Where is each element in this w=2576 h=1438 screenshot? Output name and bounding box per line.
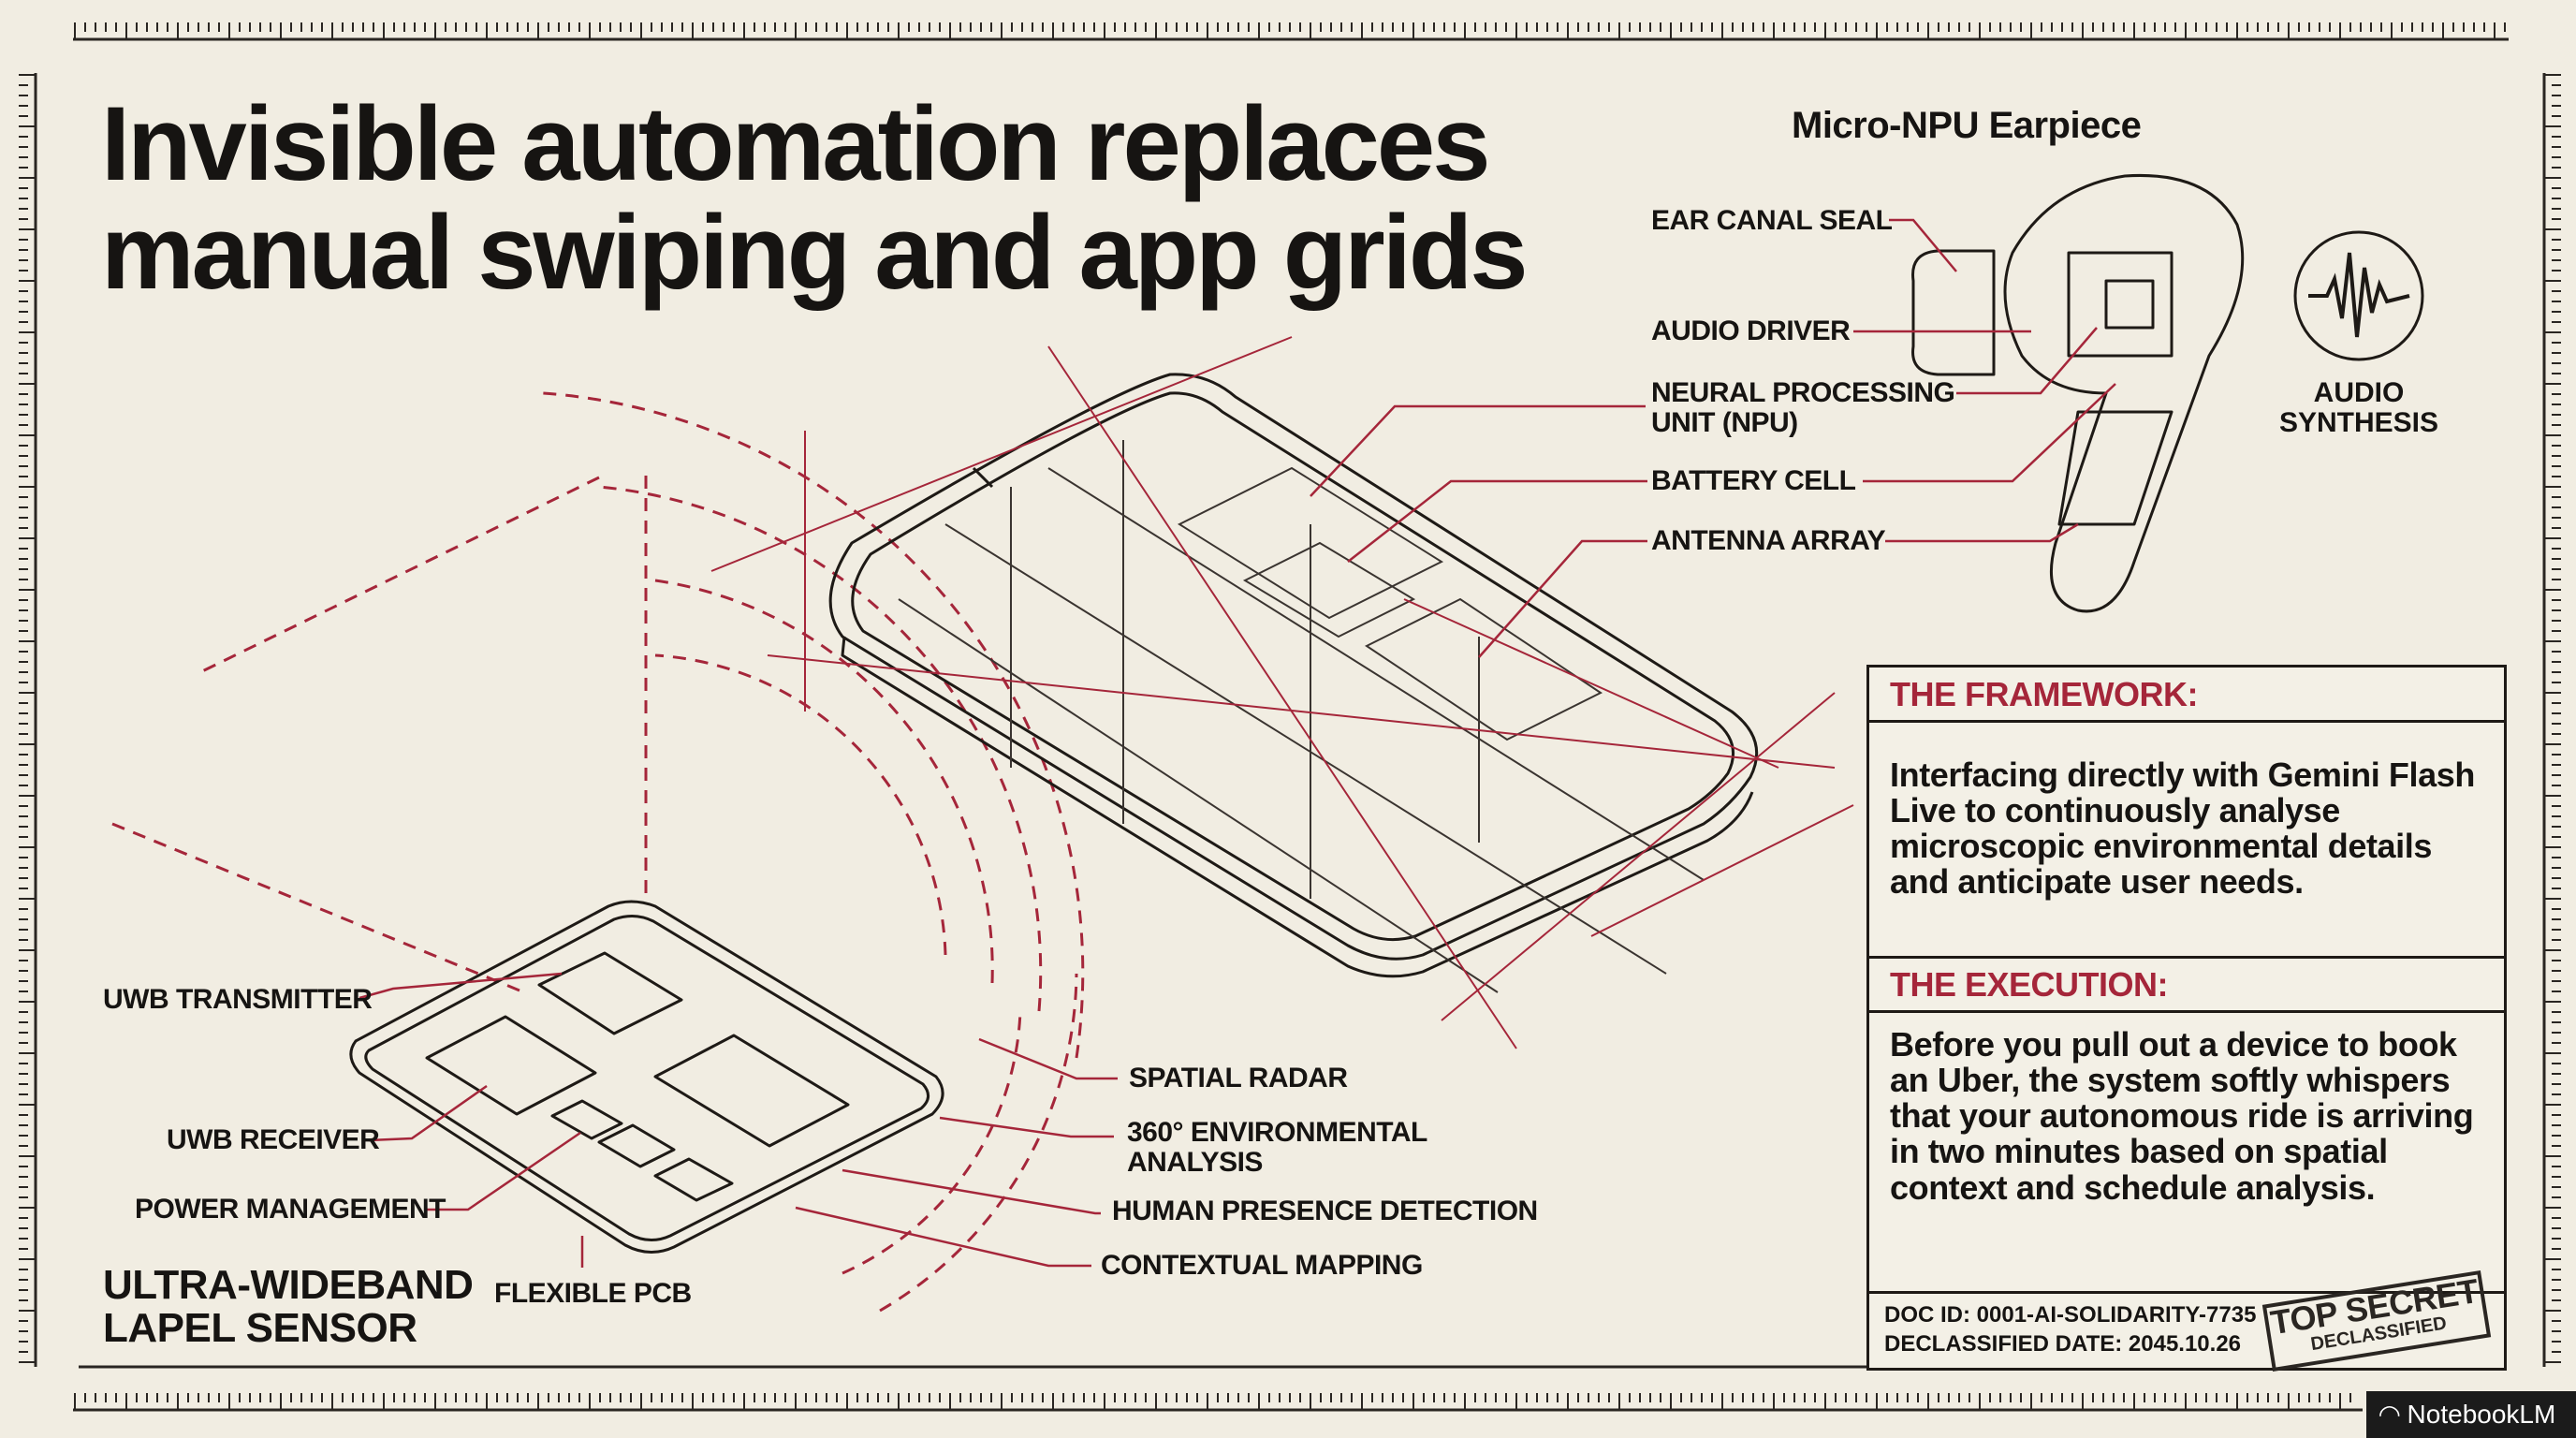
phone-red-guides (710, 336, 1854, 1049)
label-audio-driver: AUDIO DRIVER (1651, 315, 1851, 346)
label-flexible-pcb: FLEXIBLE PCB (494, 1278, 692, 1309)
notebooklm-icon: ◠ (2379, 1400, 2400, 1429)
info-panel: THE FRAMEWORK: Interfacing directly with… (1866, 665, 2507, 1372)
divider (1869, 1291, 2504, 1294)
notebooklm-badge: ◠NotebookLM (2366, 1391, 2576, 1438)
divider (1869, 956, 2504, 959)
phone-internals (898, 440, 1705, 993)
execution-heading: THE EXECUTION: (1890, 965, 2169, 1004)
framework-body: Interfacing directly with Gemini Flash L… (1890, 756, 2475, 902)
lapel-sensor-title: ULTRA-WIDEBAND LAPEL SENSOR (103, 1262, 474, 1352)
earpiece-drawing (1911, 173, 2245, 613)
label-npu: NEURAL PROCESSING UNIT (NPU) (1651, 377, 1955, 439)
divider (1869, 1010, 2504, 1013)
label-environmental-analysis: 360° ENVIRONMENTAL ANALYSIS (1127, 1117, 1427, 1179)
audio-synthesis-label: AUDIO SYNTHESIS (2278, 377, 2439, 438)
label-ear-canal-seal: EAR CANAL SEAL (1651, 205, 1893, 236)
earpiece-leaders (1853, 218, 2116, 543)
label-antenna-array: ANTENNA ARRAY (1651, 525, 1886, 556)
frame-rulers (19, 22, 2561, 1412)
divider (1869, 720, 2504, 723)
top-secret-stamp: TOP SECRET DECLASSIFIED (2261, 1269, 2492, 1372)
label-contextual-mapping: CONTEXTUAL MAPPING (1101, 1250, 1423, 1281)
label-spatial-radar: SPATIAL RADAR (1129, 1063, 1348, 1093)
declassified-date: DECLASSIFIED DATE: 2045.10.26 (1884, 1331, 2242, 1357)
waveform-icon (2293, 230, 2424, 361)
label-battery-cell: BATTERY CELL (1651, 465, 1856, 496)
label-human-presence: HUMAN PRESENCE DETECTION (1112, 1196, 1538, 1226)
phone-wireframe (828, 373, 1759, 978)
label-uwb-receiver: UWB RECEIVER (167, 1124, 380, 1155)
framework-heading: THE FRAMEWORK: (1890, 675, 2198, 713)
lapel-leaders (359, 972, 1118, 1268)
doc-id-text: DOC ID: 0001-AI-SOLIDARITY-7735 (1884, 1302, 2257, 1328)
radar-arcs (111, 391, 1085, 1313)
label-uwb-transmitter: UWB TRANSMITTER (103, 984, 373, 1015)
phone-leaders (1310, 404, 1647, 658)
brand-text: NotebookLM (2407, 1400, 2556, 1429)
doc-id: DOC ID: 0001-AI-SOLIDARITY-7735 DECLASSI… (1884, 1300, 2256, 1358)
lapel-board (349, 900, 944, 1254)
earpiece-title: Micro-NPU Earpiece (1792, 105, 2142, 146)
execution-body: Before you pull out a device to book an … (1890, 1025, 2474, 1207)
label-power-management: POWER MANAGEMENT (135, 1194, 446, 1225)
page-title: Invisible automation replaces manual swi… (101, 85, 1529, 312)
